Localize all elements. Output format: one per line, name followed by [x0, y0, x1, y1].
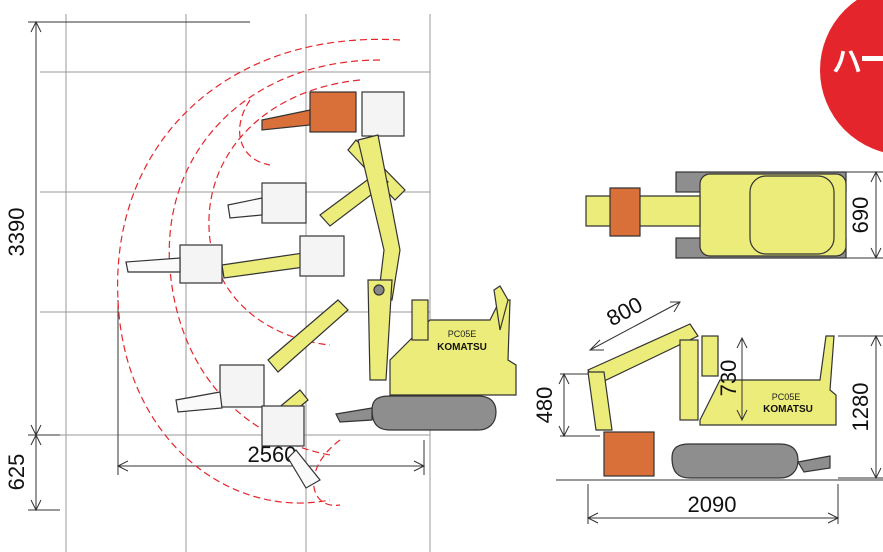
working-range-grid — [40, 14, 431, 552]
corner-badge: ハ — [820, 0, 883, 153]
working-envelope-arcs — [117, 38, 401, 506]
crusher-attachment-icon — [309, 91, 357, 133]
dim-front-height: 480 — [532, 387, 557, 424]
top-width-dimension-line — [846, 170, 883, 260]
machine-brand-left: KOMATSU — [437, 342, 487, 353]
height-dimension-line — [28, 20, 250, 512]
badge-text: ハ — [832, 45, 862, 80]
excavator-top-icon — [585, 171, 847, 259]
dim-lower-depth: 625 — [4, 454, 29, 491]
dim-overall-height: 1280 — [848, 383, 873, 432]
dim-arm-height: 730 — [716, 360, 741, 397]
dim-top-width: 690 — [848, 197, 873, 234]
machine-model-right: PC05E — [772, 392, 801, 402]
dim-overall-length: 2090 — [688, 492, 737, 517]
machine-model-left: PC05E — [448, 329, 477, 339]
arm-positions — [125, 91, 406, 489]
reach-width-dimension-line — [116, 300, 426, 475]
excavator-side-icon: PC05E KOMATSU — [335, 285, 517, 431]
side-view-dimension-lines — [556, 301, 883, 524]
main-boom — [357, 134, 401, 381]
excavator-side-folded-icon: PC05E KOMATSU — [587, 323, 837, 479]
machine-brand-right: KOMATSU — [763, 404, 813, 415]
dim-reach-height: 3390 — [4, 208, 29, 257]
dim-boom-length: 800 — [602, 292, 646, 331]
